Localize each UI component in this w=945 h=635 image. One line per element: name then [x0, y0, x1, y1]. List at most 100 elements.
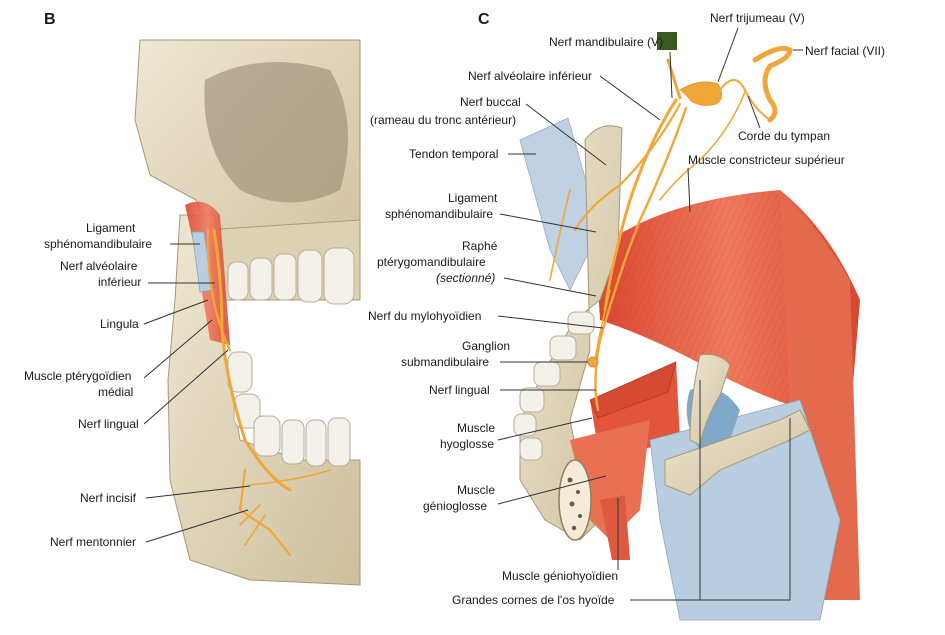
- temporal-branch-nerve: [549, 189, 571, 281]
- panel-b-nerves: [206, 228, 331, 557]
- label-hyoglossus-1: Muscle: [457, 421, 495, 435]
- cancellous-bone-dots: [567, 477, 582, 531]
- panel-b: B: [24, 11, 361, 586]
- bone-dot: [571, 525, 577, 531]
- label-inferior-alveolar-c: Nerf alvéolaire inférieur: [468, 69, 592, 83]
- molar: [533, 361, 561, 387]
- leader-line: [499, 213, 597, 233]
- label-facial: Nerf facial (VII): [805, 44, 885, 58]
- label-ganglion-1: Ganglion: [462, 339, 510, 353]
- leader-line: [497, 315, 604, 329]
- label-superior-constrictor: Muscle constricteur supérieur: [688, 153, 845, 167]
- mental-nerve: [238, 468, 292, 557]
- cranial-nerve-v-badge: [657, 32, 677, 50]
- hyoglossus-cut-face: [589, 361, 677, 419]
- lower-teeth: [227, 351, 351, 467]
- lingual-nerve: [206, 228, 232, 352]
- bone-dot: [576, 490, 580, 494]
- lower-tooth: [327, 417, 351, 467]
- label-genioglossus-2: génioglosse: [423, 499, 487, 513]
- label-inferior-alveolar-b-2: inférieur: [98, 275, 141, 289]
- leader-line: [143, 299, 209, 325]
- facial-nerve: [752, 45, 793, 123]
- leader-line: [669, 51, 673, 99]
- submandibular-ganglion: [587, 356, 599, 368]
- label-buccal-2: (rameau du tronc antérieur): [370, 113, 516, 127]
- mandibular-nerve-root: [666, 58, 682, 100]
- label-sphenomandibular-b-2: sphénomandibulaire: [44, 237, 152, 251]
- bone-dot: [569, 501, 575, 507]
- leader-line: [525, 103, 607, 166]
- label-greater-horns: Grandes cornes de l'os hyoïde: [452, 593, 615, 607]
- lower-tooth: [305, 419, 327, 467]
- bone-dot: [567, 477, 573, 483]
- bone-dot: [578, 514, 582, 518]
- upper-tooth: [297, 249, 323, 303]
- label-genioglossus-1: Muscle: [457, 483, 495, 497]
- upper-tooth: [323, 247, 355, 305]
- label-temporal-tendon: Tendon temporal: [409, 147, 498, 161]
- leader-line: [497, 475, 607, 505]
- label-mandibular-nerve: Nerf mandibulaire (V): [549, 35, 663, 49]
- label-lingual-c: Nerf lingual: [429, 383, 490, 397]
- label-medial-pterygoid-2: médial: [98, 385, 133, 399]
- label-mandibular-nerve-roman: V: [651, 35, 659, 49]
- orbit-shape: [204, 62, 348, 203]
- lower-tooth: [281, 419, 305, 465]
- upper-tooth: [273, 253, 297, 301]
- label-inferior-alveolar-b-1: Nerf alvéolaire: [60, 259, 138, 273]
- trigeminal-ganglion: [679, 81, 722, 106]
- leader-line: [599, 75, 661, 121]
- inferior-alveolar-nerve: [212, 228, 292, 492]
- premolar: [513, 413, 537, 437]
- label-sphenomandibular-c-1: Ligament: [448, 191, 498, 205]
- label-lingula: Lingula: [100, 317, 139, 331]
- label-sphenomandibular-c-2: sphénomandibulaire: [385, 207, 493, 221]
- label-raphe-3: (sectionné): [436, 271, 495, 285]
- upper-teeth: [227, 247, 355, 305]
- upper-tooth: [249, 257, 273, 301]
- temporal-tendon: [519, 117, 601, 291]
- molar: [567, 311, 595, 335]
- label-ganglion-2: submandibulaire: [401, 355, 489, 369]
- leader-line: [497, 417, 593, 441]
- hyoid-bone: [664, 409, 811, 496]
- label-incisive: Nerf incisif: [80, 491, 137, 505]
- leader-line: [145, 485, 251, 499]
- label-lingual-b: Nerf lingual: [78, 417, 139, 431]
- label-trigeminal: Nerf trijumeau (V): [710, 11, 805, 25]
- label-sphenomandibular-b-1: Ligament: [86, 221, 136, 235]
- panel-c: C: [368, 11, 885, 621]
- label-mandibular-nerve-text: Nerf mandibulaire (: [549, 35, 651, 49]
- symphysis-cross-section: [558, 459, 592, 541]
- label-raphe-2: ptérygomandibulaire: [377, 255, 486, 269]
- leader-line: [143, 319, 213, 379]
- panel-b-labels: Ligament sphénomandibulaire Nerf alvéola…: [24, 221, 251, 549]
- premolar: [519, 387, 545, 413]
- leader-line: [145, 509, 249, 543]
- panel-c-teeth: [513, 311, 595, 461]
- label-geniohyoid: Muscle géniohyoïdien: [502, 569, 618, 583]
- leader-line: [717, 27, 739, 83]
- inferior-alveolar-nerve-c: [603, 98, 678, 312]
- label-chorda-tympani: Corde du tympan: [738, 129, 830, 143]
- lingual-nerve-c: [594, 106, 688, 412]
- incisive-nerve: [249, 469, 331, 486]
- lower-tooth: [233, 393, 261, 429]
- leader-line: [747, 95, 761, 129]
- chorda-tympani: [659, 91, 746, 201]
- label-raphe-1: Raphé: [462, 239, 498, 253]
- canine: [519, 437, 543, 461]
- panel-c-labels: Nerf mandibulaire (V) Nerf trijumeau (V)…: [368, 11, 885, 607]
- panel-b-letter: B: [44, 11, 56, 28]
- leader-line: [687, 167, 691, 213]
- label-mylohyoid-nerve: Nerf du mylohyoïdien: [368, 309, 481, 323]
- label-hyoglossus-2: hyoglosse: [440, 437, 494, 451]
- molar: [549, 335, 577, 361]
- buccal-nerve: [573, 102, 682, 232]
- panel-c-letter: C: [478, 11, 490, 28]
- label-mandibular-nerve-close: ): [659, 35, 663, 49]
- label-buccal-1: Nerf buccal: [460, 95, 521, 109]
